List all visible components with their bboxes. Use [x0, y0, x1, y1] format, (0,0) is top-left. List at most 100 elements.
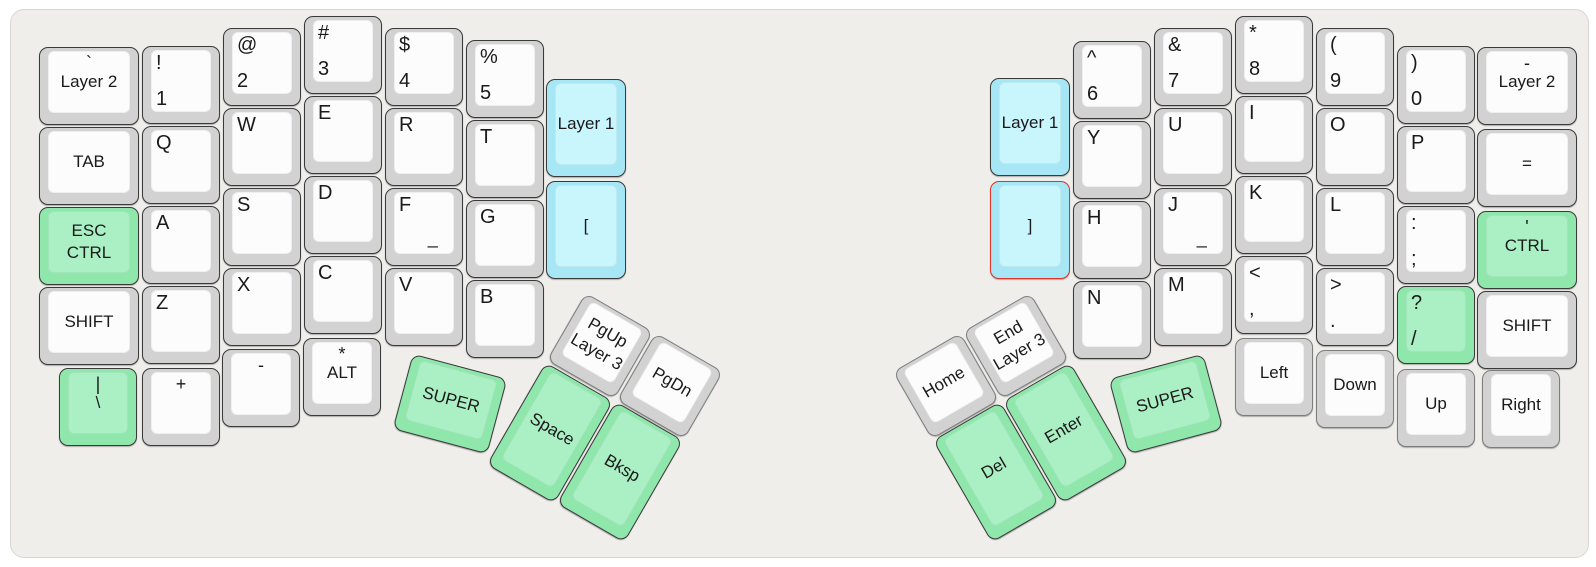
keycap-top — [313, 260, 373, 322]
keycap-top — [151, 372, 211, 434]
key-label-bottom-left: / — [1411, 328, 1417, 350]
key-super-left[interactable]: SUPER — [392, 353, 508, 455]
key-arrow-up[interactable]: Up — [1397, 369, 1475, 447]
key-label-top-left: U — [1168, 114, 1183, 136]
key-l[interactable]: L — [1316, 188, 1394, 266]
key-arrow-left[interactable]: Left — [1235, 338, 1313, 416]
keycap-top — [1244, 180, 1304, 242]
key-j[interactable]: J_ — [1154, 188, 1232, 266]
key-label-top-left: * — [1249, 22, 1257, 44]
key-equals[interactable]: = — [1477, 129, 1577, 207]
keycap-top — [312, 342, 372, 404]
key-r[interactable]: R — [385, 108, 463, 186]
key-e[interactable]: E — [304, 96, 382, 174]
key-label-center: Layer 2 — [1486, 51, 1568, 113]
key-dollar-4[interactable]: $4 — [385, 28, 463, 106]
key-minus-layer2[interactable]: -Layer 2 — [1477, 47, 1577, 125]
key-tab[interactable]: TAB — [39, 127, 139, 205]
key-ampersand-7[interactable]: &7 — [1154, 28, 1232, 106]
key-lparen-9[interactable]: (9 — [1316, 28, 1394, 106]
keycap-top — [313, 180, 373, 242]
key-b[interactable]: B — [466, 280, 544, 358]
key-greaterthan-period[interactable]: >. — [1316, 268, 1394, 346]
key-label-top-left: A — [156, 212, 170, 234]
key-label-line: Del — [977, 453, 1010, 483]
key-label-top-left: J — [1168, 194, 1178, 216]
key-label-line: SUPER — [420, 382, 482, 417]
key-z[interactable]: Z — [142, 286, 220, 364]
keycap-top — [475, 204, 535, 266]
key-label-top-left: $ — [399, 34, 411, 56]
key-label-line: Enter — [1041, 410, 1087, 448]
key-arrow-down[interactable]: Down — [1316, 350, 1394, 428]
key-right-bracket[interactable]: ] — [990, 181, 1070, 279]
key-shift-left[interactable]: SHIFT — [39, 287, 139, 365]
key-lessthan-comma[interactable]: <, — [1235, 256, 1313, 334]
key-n[interactable]: N — [1073, 281, 1151, 359]
key-o[interactable]: O — [1316, 108, 1394, 186]
keycap-top — [475, 44, 535, 106]
keycap-top — [1163, 32, 1223, 94]
key-layer1-right[interactable]: Layer 1 — [990, 78, 1070, 176]
keycap-top — [1163, 272, 1223, 334]
key-layer1-left[interactable]: Layer 1 — [546, 79, 626, 177]
key-plus[interactable]: + — [142, 368, 220, 446]
key-y[interactable]: Y — [1073, 121, 1151, 199]
key-label-line: SHIFT — [64, 311, 114, 331]
key-label-top-left: C — [318, 262, 333, 284]
key-label-top-left: H — [1087, 207, 1102, 229]
key-grave-layer2[interactable]: `Layer 2 — [39, 47, 139, 125]
keycap-top — [48, 51, 130, 113]
keycap-top — [313, 100, 373, 162]
key-label-line: Up — [1425, 393, 1447, 413]
key-g[interactable]: G — [466, 200, 544, 278]
key-left-bracket[interactable]: [ — [546, 181, 626, 279]
key-label-center: [ — [555, 185, 617, 267]
key-percent-5[interactable]: %5 — [466, 40, 544, 118]
key-d[interactable]: D — [304, 176, 382, 254]
keycap-top — [1244, 342, 1304, 404]
key-h[interactable]: H — [1073, 201, 1151, 279]
key-a[interactable]: A — [142, 206, 220, 284]
key-w[interactable]: W — [223, 108, 301, 186]
key-quote-ctrl[interactable]: 'CTRL — [1477, 211, 1577, 289]
key-rparen-0[interactable]: )0 — [1397, 46, 1475, 124]
key-question-slash[interactable]: ?/ — [1397, 286, 1475, 364]
key-star-8[interactable]: *8 — [1235, 16, 1313, 94]
key-c[interactable]: C — [304, 256, 382, 334]
key-x[interactable]: X — [223, 268, 301, 346]
key-label-top-left: P — [1411, 132, 1425, 154]
key-colon-semicolon[interactable]: :; — [1397, 206, 1475, 284]
keycap-top — [48, 131, 130, 193]
key-k[interactable]: K — [1235, 176, 1313, 254]
key-m[interactable]: M — [1154, 268, 1232, 346]
key-minus-left[interactable]: - — [222, 349, 300, 427]
keycap-top — [48, 211, 130, 273]
keycap-top — [394, 112, 454, 174]
key-caret-6[interactable]: ^6 — [1073, 41, 1151, 119]
key-u[interactable]: U — [1154, 108, 1232, 186]
key-hash-3[interactable]: #3 — [304, 16, 382, 94]
key-at-2[interactable]: @2 — [223, 28, 301, 106]
key-label-line: ESC — [71, 220, 107, 240]
key-label-top-center: - — [258, 355, 264, 375]
key-label-top-left: ! — [156, 52, 162, 74]
key-star-alt[interactable]: *ALT — [303, 338, 381, 416]
key-label-bottom-left: 6 — [1087, 83, 1099, 105]
key-super-right[interactable]: SUPER — [1108, 353, 1224, 455]
key-t[interactable]: T — [466, 120, 544, 198]
key-q[interactable]: Q — [142, 126, 220, 204]
key-s[interactable]: S — [223, 188, 301, 266]
key-label-bottom-left: 9 — [1330, 70, 1342, 92]
key-i[interactable]: I — [1235, 96, 1313, 174]
key-f[interactable]: F_ — [385, 188, 463, 266]
key-p[interactable]: P — [1397, 126, 1475, 204]
key-arrow-right[interactable]: Right — [1482, 370, 1560, 448]
key-shift-right[interactable]: SHIFT — [1477, 291, 1577, 369]
key-v[interactable]: V — [385, 268, 463, 346]
key-exclamation-1[interactable]: !1 — [142, 46, 220, 124]
key-pipe-backslash[interactable]: |\ — [59, 368, 137, 446]
